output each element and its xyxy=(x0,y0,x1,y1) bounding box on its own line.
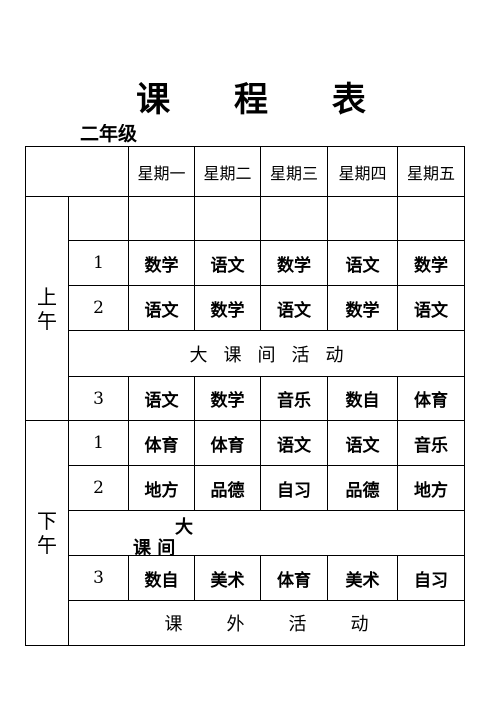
afternoon-label-text: 下午 xyxy=(37,509,57,557)
subject-cell: 语文 xyxy=(128,376,195,421)
subject-cell: 品德 xyxy=(327,465,398,511)
afternoon-break-line2: 课 间 xyxy=(133,538,176,559)
grade-label: 二年级 xyxy=(80,124,138,145)
afternoon-break-row: 大 课 间 xyxy=(68,510,465,559)
subject-cell: 体育 xyxy=(128,420,195,466)
subject-cell: 美术 xyxy=(327,555,398,601)
blank-cell xyxy=(68,196,129,241)
day-header: 星期五 xyxy=(397,146,465,197)
day-header: 星期四 xyxy=(327,146,398,197)
subject-cell: 数学 xyxy=(194,285,261,331)
subject-cell: 品德 xyxy=(194,465,261,511)
subject-cell: 体育 xyxy=(397,376,465,421)
page-title: 课 程 表 xyxy=(136,80,392,120)
period-number: 1 xyxy=(68,240,129,286)
afternoon-break-line1: 大 xyxy=(175,517,193,538)
subject-cell: 自习 xyxy=(260,465,328,511)
day-header: 星期一 xyxy=(128,146,195,197)
subject-cell: 数学 xyxy=(260,240,328,286)
afternoon-label: 下午 xyxy=(25,420,69,646)
period-number: 2 xyxy=(68,465,129,511)
day-header: 星期三 xyxy=(260,146,328,197)
after-school-activity-row: 课外活动 xyxy=(68,600,465,646)
morning-label: 上午 xyxy=(25,196,69,421)
blank-cell xyxy=(260,196,328,241)
morning-label-text: 上午 xyxy=(37,284,57,333)
subject-cell: 语文 xyxy=(260,285,328,331)
subject-cell: 音乐 xyxy=(397,420,465,466)
subject-cell: 语文 xyxy=(327,240,398,286)
subject-cell: 数自 xyxy=(128,555,195,601)
subject-cell: 地方 xyxy=(128,465,195,511)
blank-cell xyxy=(128,196,195,241)
period-number: 3 xyxy=(68,555,129,601)
subject-cell: 语文 xyxy=(128,285,195,331)
blank-cell xyxy=(194,196,261,241)
subject-cell: 语文 xyxy=(397,285,465,331)
blank-cell xyxy=(397,196,465,241)
blank-cell xyxy=(327,196,398,241)
break-activity-row: 大课间活动 xyxy=(68,330,465,377)
subject-cell: 数学 xyxy=(327,285,398,331)
subject-cell: 体育 xyxy=(194,420,261,466)
schedule-table: 星期一 星期二 星期三 星期四 星期五 上午 1 数学 语文 数学 语文 数学 … xyxy=(25,146,465,646)
subject-cell: 美术 xyxy=(194,555,261,601)
period-number: 3 xyxy=(68,376,129,421)
subject-cell: 自习 xyxy=(397,555,465,601)
subject-cell: 数学 xyxy=(128,240,195,286)
period-number: 2 xyxy=(68,285,129,331)
subject-cell: 语文 xyxy=(327,420,398,466)
subject-cell: 地方 xyxy=(397,465,465,511)
subject-cell: 数自 xyxy=(327,376,398,421)
corner-cell xyxy=(25,146,129,197)
day-header: 星期二 xyxy=(194,146,261,197)
subject-cell: 音乐 xyxy=(260,376,328,421)
subject-cell: 体育 xyxy=(260,555,328,601)
period-number: 1 xyxy=(68,420,129,466)
subject-cell: 数学 xyxy=(194,376,261,421)
subject-cell: 语文 xyxy=(194,240,261,286)
subject-cell: 语文 xyxy=(260,420,328,466)
subject-cell: 数学 xyxy=(397,240,465,286)
